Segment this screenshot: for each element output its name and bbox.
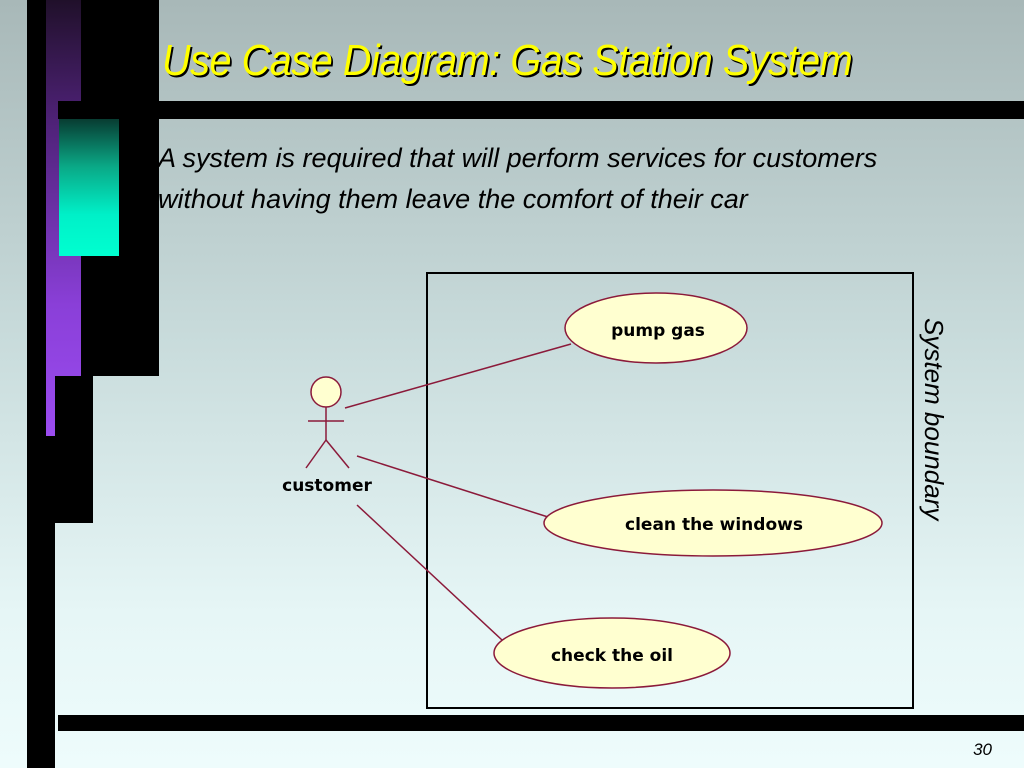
- system-boundary-box: [426, 272, 914, 709]
- actor-label: customer: [282, 476, 372, 496]
- black-decorative-block-lower: [55, 376, 93, 523]
- use-case-label: check the oil: [551, 646, 673, 666]
- actor-right-leg: [325, 439, 350, 469]
- use-case-label: clean the windows: [625, 515, 803, 535]
- association-line-pump-gas: [344, 343, 572, 409]
- actor-head: [310, 376, 342, 408]
- use-case-label: pump gas: [611, 321, 705, 341]
- page-number: 30: [973, 740, 992, 759]
- actor-left-leg: [305, 439, 327, 469]
- association-line-check-oil: [356, 504, 503, 641]
- use-case-pump-gas: pump gas: [564, 292, 748, 364]
- cyan-decorative-block: [59, 118, 119, 256]
- footer-bar: [58, 715, 1024, 731]
- use-case-clean-the-windows: clean the windows: [543, 489, 883, 557]
- slide-title: Use Case Diagram: Gas Station System: [162, 36, 853, 85]
- association-line-clean-windows: [356, 455, 549, 518]
- title-underline-bar: [58, 101, 1024, 119]
- slide-body-text: A system is required that will perform s…: [158, 143, 878, 214]
- actor-customer: [305, 376, 350, 469]
- use-case-check-the-oil: check the oil: [493, 617, 731, 689]
- system-boundary-label: System boundary: [919, 318, 949, 522]
